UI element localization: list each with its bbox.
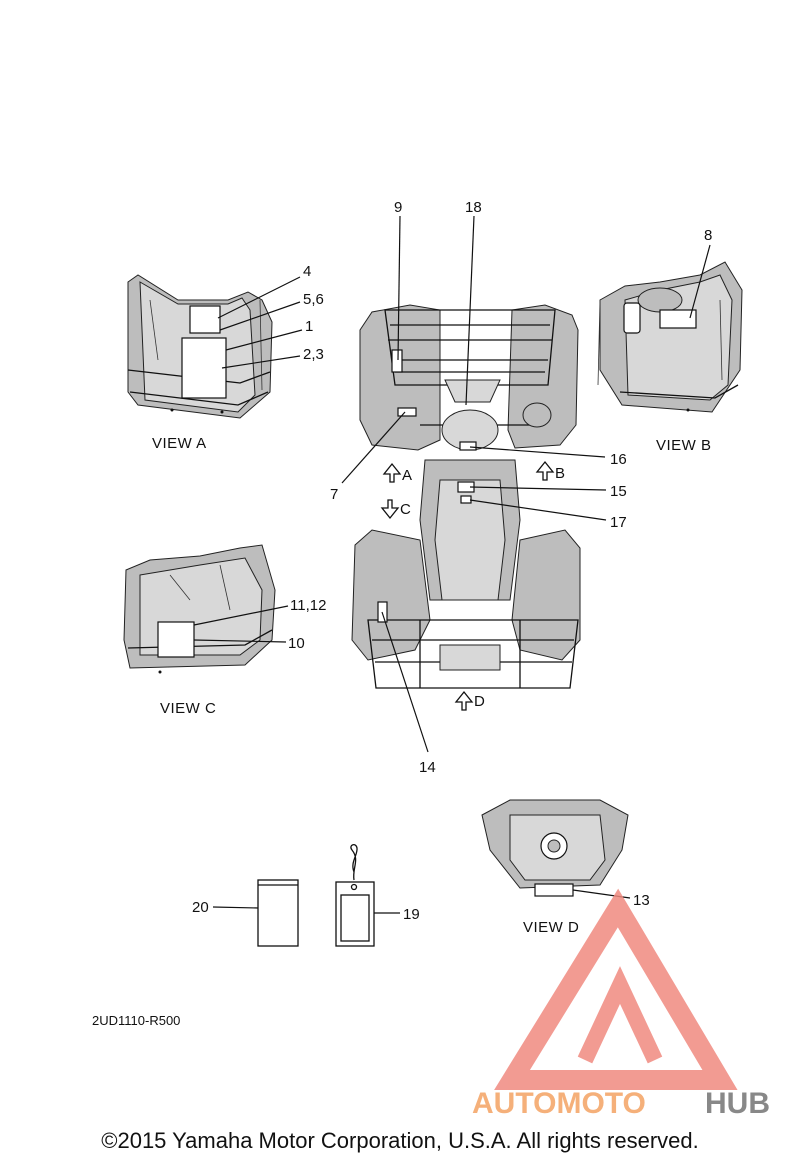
callout-4: 4: [303, 263, 311, 280]
view-b-caption: VIEW B: [656, 437, 712, 454]
leader-10: [193, 639, 287, 643]
watermark-text-2: HUB: [705, 1087, 770, 1120]
arrow-b-up-icon: [535, 460, 555, 481]
copyright-notice: ©2015 Yamaha Motor Corporation, U.S.A. A…: [101, 1128, 699, 1153]
decal-17: [460, 495, 472, 504]
decal-1-2-3: [181, 337, 227, 399]
decal-7: [397, 407, 417, 417]
view-a-caption: VIEW A: [152, 435, 207, 452]
leader-5-6: [219, 301, 301, 331]
view-d-caption: VIEW D: [523, 919, 579, 936]
callout-17: 17: [610, 514, 627, 531]
view-a-illustration: [127, 274, 273, 419]
decal-10-11-12: [157, 621, 195, 658]
callout-14: 14: [419, 759, 436, 776]
atv-top-view: [351, 304, 581, 689]
view-c-caption: VIEW C: [160, 700, 216, 717]
watermark-text-1: AUTOMOTO: [472, 1087, 646, 1120]
arrow-a-up-icon: [382, 462, 402, 483]
leader-1: [225, 329, 303, 351]
callout-7: 7: [330, 486, 338, 503]
decal-16: [459, 441, 477, 451]
view-d-illustration: [481, 799, 629, 897]
leader-7: [341, 411, 406, 484]
leader-16: [469, 446, 606, 458]
automotohub-logo-icon: [494, 888, 738, 1090]
arrow-d-label: D: [474, 693, 485, 710]
callout-9: 9: [394, 199, 402, 216]
callout-11-12: 11,12: [290, 597, 326, 614]
decal-13: [534, 883, 574, 897]
leader-18: [465, 215, 475, 406]
leader-9: [397, 215, 401, 361]
leader-4: [217, 276, 301, 319]
view-b-illustration: [597, 261, 743, 413]
callout-13: 13: [633, 892, 650, 909]
leader-14: [381, 611, 429, 753]
decal-8: [659, 309, 697, 329]
callout-1: 1: [305, 318, 313, 335]
arrow-c-down-icon: [380, 499, 400, 520]
drawing-code: 2UD1110-R500: [92, 1013, 180, 1028]
leader-2-3: [221, 355, 301, 369]
callout-19: 19: [403, 906, 420, 923]
view-c-illustration: [123, 544, 276, 674]
leader-17: [469, 499, 607, 521]
arrow-c-label: C: [400, 501, 411, 518]
leader-11-12: [193, 605, 289, 626]
callout-20: 20: [192, 899, 209, 916]
leader-20: [212, 906, 259, 909]
decal-9: [391, 349, 403, 373]
callout-10: 10: [288, 635, 305, 652]
arrow-d-up-icon: [454, 690, 474, 711]
leader-15: [469, 486, 607, 491]
callout-8: 8: [704, 227, 712, 244]
arrow-a-label: A: [402, 467, 412, 484]
hang-tag-item-19: [335, 844, 375, 947]
arrow-b-label: B: [555, 465, 565, 482]
callout-5-6: 5,6: [303, 291, 324, 308]
decal-4-5-6: [189, 305, 221, 334]
callout-16: 16: [610, 451, 627, 468]
leader-8: [689, 244, 711, 319]
callout-18: 18: [465, 199, 482, 216]
manual-item-20: [257, 879, 299, 947]
callout-2-3: 2,3: [303, 346, 324, 363]
callout-15: 15: [610, 483, 627, 500]
